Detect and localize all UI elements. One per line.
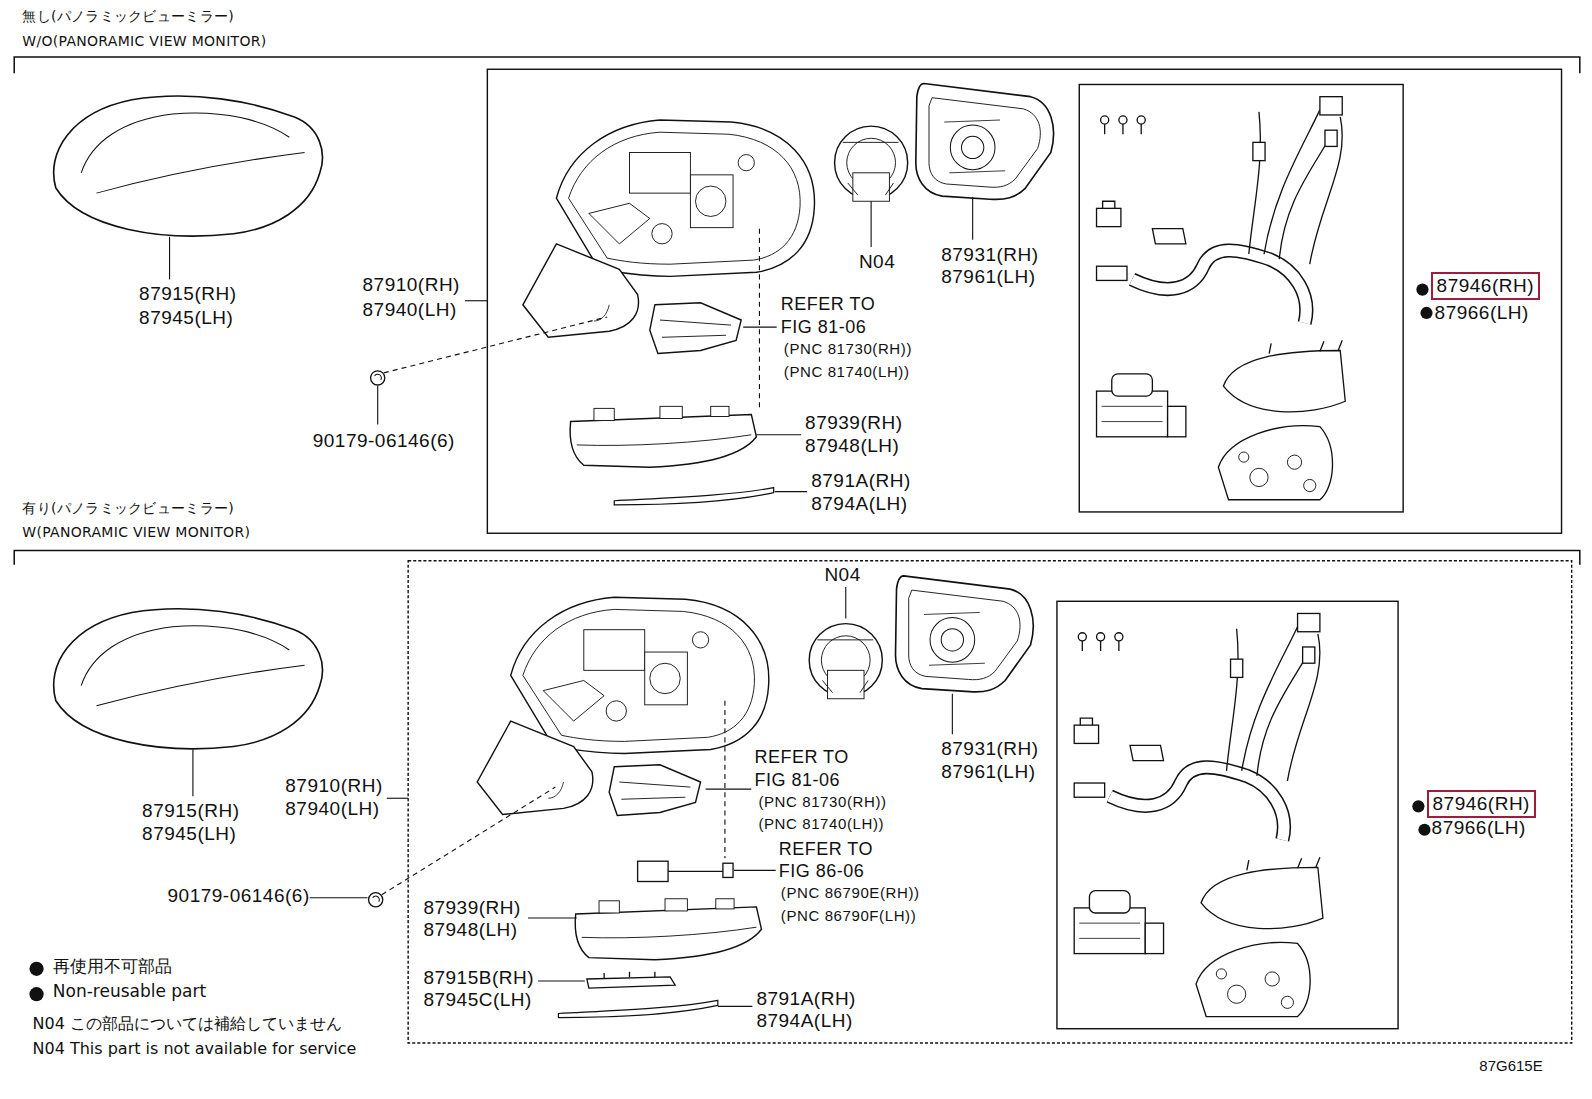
- callout-number: 90179-06146(6): [168, 885, 310, 907]
- non-reusable-dot: [29, 283, 1432, 1001]
- legend-entry: 再使用不可部品: [53, 957, 172, 977]
- lower-illustration: [54, 576, 1323, 1018]
- section-bracket: [14, 57, 1580, 565]
- callout-number: 87940(LH): [285, 798, 379, 820]
- callout-number: 87966(LH): [1432, 817, 1526, 839]
- reference-note: (PNC 81740(LH)): [784, 363, 910, 380]
- legend-entry: Non-reusable part: [53, 982, 206, 1002]
- section-heading: W(PANORAMIC VIEW MONITOR): [22, 524, 250, 540]
- part-number-box: 87946(RH): [1431, 272, 1540, 300]
- callout-number: 87948(LH): [805, 435, 899, 457]
- callout-number: 87946(RH): [1437, 275, 1534, 296]
- section-heading: W/O(PANORAMIC VIEW MONITOR): [22, 33, 266, 49]
- callout-number: 87940(LH): [363, 299, 457, 321]
- section-heading: 有り(パノラミックビューミラー): [22, 500, 234, 516]
- callout-number: 87948(LH): [423, 919, 517, 941]
- callout-number: 8794A(LH): [811, 493, 907, 515]
- callout-number: 87931(RH): [941, 738, 1038, 760]
- callout-number: 87945(LH): [142, 823, 236, 845]
- reference-note: FIG 81-06: [754, 770, 840, 791]
- assembly-frame: [408, 69, 1572, 1043]
- reference-note: REFER TO: [779, 839, 873, 860]
- callout-number: 90179-06146(6): [313, 430, 455, 452]
- reference-note: (PNC 81730(RH)): [784, 340, 912, 357]
- callout-number: 87915B(RH): [423, 967, 534, 989]
- callout-number: 87966(LH): [1435, 302, 1529, 324]
- drawing-code: 87G615E: [1479, 1057, 1542, 1074]
- callout-number: 87910(RH): [285, 775, 382, 797]
- callout-number: 8791A(RH): [811, 470, 911, 492]
- reference-note: REFER TO: [781, 294, 875, 315]
- reference-note: REFER TO: [754, 747, 848, 768]
- part-number-box: 87946(RH): [1427, 790, 1536, 818]
- callout-number: 87939(RH): [805, 412, 902, 434]
- callout-number: 8791A(RH): [756, 988, 856, 1010]
- callout-number: 87961(LH): [941, 761, 1035, 783]
- callout-number: 87915(RH): [142, 800, 239, 822]
- callout-number: 87946(RH): [1433, 793, 1530, 814]
- callout-number: 87961(LH): [941, 266, 1035, 288]
- leader-lines: [170, 197, 973, 1006]
- upper-illustration: [54, 83, 1346, 504]
- callout-number: 87915(RH): [139, 283, 236, 305]
- callout-number: 87945C(LH): [423, 989, 532, 1011]
- legend-text: Non-reusable part: [53, 981, 206, 1001]
- callout-number: N04: [824, 564, 860, 586]
- reference-note: (PNC 86790E(RH)): [781, 884, 920, 901]
- reference-note: (PNC 81730(RH)): [758, 793, 886, 810]
- callout-number: 87945(LH): [139, 307, 233, 329]
- reference-note: FIG 86-06: [779, 861, 865, 882]
- callout-number: 87910(RH): [363, 274, 460, 296]
- reference-note: (PNC 81740(LH)): [758, 815, 884, 832]
- callout-number: N04: [859, 251, 895, 273]
- callout-number: 8794A(LH): [756, 1010, 852, 1032]
- callout-number: 87931(RH): [941, 244, 1038, 266]
- legend-text: 再使用不可部品: [53, 956, 172, 976]
- callout-number: 87939(RH): [423, 897, 520, 919]
- reference-note: FIG 81-06: [781, 317, 867, 338]
- reference-note: (PNC 86790F(LH)): [781, 907, 916, 924]
- footnote: N04 この部品については補給していません: [33, 1015, 342, 1033]
- footnote: N04 This part is not available for servi…: [33, 1040, 357, 1058]
- section-heading: 無し(パノラミックビューミラー): [22, 8, 234, 24]
